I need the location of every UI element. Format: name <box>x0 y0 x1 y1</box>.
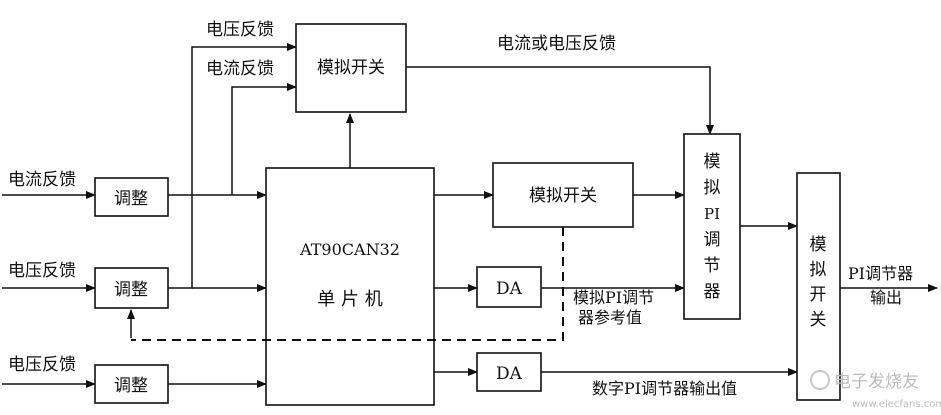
mcu-block: AT90CAN32 单 片 机 <box>265 167 435 406</box>
output-label-line2: 输出 <box>870 288 902 307</box>
mux-top-voltage-feedback-label: 电压反馈 <box>206 20 274 40</box>
switch-char-4: 关 <box>810 310 827 330</box>
output-label-line1: PI调节器 <box>848 264 913 283</box>
voltage-to-mux-top-line <box>168 43 297 289</box>
mcu-label: 单 片 机 <box>317 289 382 310</box>
watermark-logo-icon <box>810 370 830 390</box>
adjust-block-2-label: 调整 <box>114 280 148 300</box>
switch-char-1: 模 <box>810 235 827 255</box>
pi-char-3: PI <box>704 205 720 223</box>
analog-switch-top: 模拟开关 <box>295 23 407 113</box>
pi-char-6: 器 <box>704 282 721 302</box>
pi-char-5: 节 <box>704 256 721 276</box>
adjust-block-1-label: 调整 <box>114 189 148 209</box>
input-voltage-feedback-label: 电压反馈 <box>8 261 76 281</box>
mcu-name: AT90CAN32 <box>299 240 400 259</box>
input-current-feedback-label: 电流反馈 <box>8 170 76 190</box>
adjust-block-3-label: 调整 <box>114 376 148 396</box>
watermark: 电子发烧友 www.elecfans.com <box>810 370 941 410</box>
analog-switch-final: 模 拟 开 关 <box>796 172 841 401</box>
input-voltage-feedback-bottom-label: 电压反馈 <box>8 355 76 375</box>
pi-reference-note-line1: 模拟PI调节 <box>573 288 654 307</box>
da-block-2: DA <box>476 352 542 392</box>
da-block-1: DA <box>476 266 542 308</box>
analog-switch-mid: 模拟开关 <box>492 162 634 228</box>
switch-char-2: 拟 <box>810 260 827 280</box>
current-or-voltage-feedback-label: 电流或电压反馈 <box>497 34 616 54</box>
pi-char-1: 模 <box>704 152 721 172</box>
pi-char-4: 调 <box>704 230 721 250</box>
analog-switch-top-label: 模拟开关 <box>317 58 385 78</box>
pi-reference-note-line2: 器参考值 <box>578 308 642 327</box>
feedback-to-pi-line <box>406 66 714 135</box>
adjust-block-2: 调整 <box>94 267 169 309</box>
switch-char-3: 开 <box>810 285 827 305</box>
da-block-1-label: DA <box>496 279 523 299</box>
mux-top-current-feedback-label: 电流反馈 <box>206 59 274 79</box>
current-to-mux-top-line <box>231 83 297 195</box>
adjust-block-3: 调整 <box>94 364 169 404</box>
watermark-brand: 电子发烧友 <box>834 372 919 392</box>
adjust-block-1: 调整 <box>94 177 169 217</box>
analog-pi-regulator: 模 拟 PI 调 节 器 <box>683 133 741 320</box>
da-block-2-label: DA <box>496 364 523 384</box>
watermark-url: www.elecfans.com <box>852 399 941 410</box>
analog-switch-mid-label: 模拟开关 <box>529 186 597 206</box>
pi-char-2: 拟 <box>704 178 721 198</box>
dashed-control-line <box>131 227 564 341</box>
digital-pi-output-label: 数字PI调节器输出值 <box>592 379 737 398</box>
